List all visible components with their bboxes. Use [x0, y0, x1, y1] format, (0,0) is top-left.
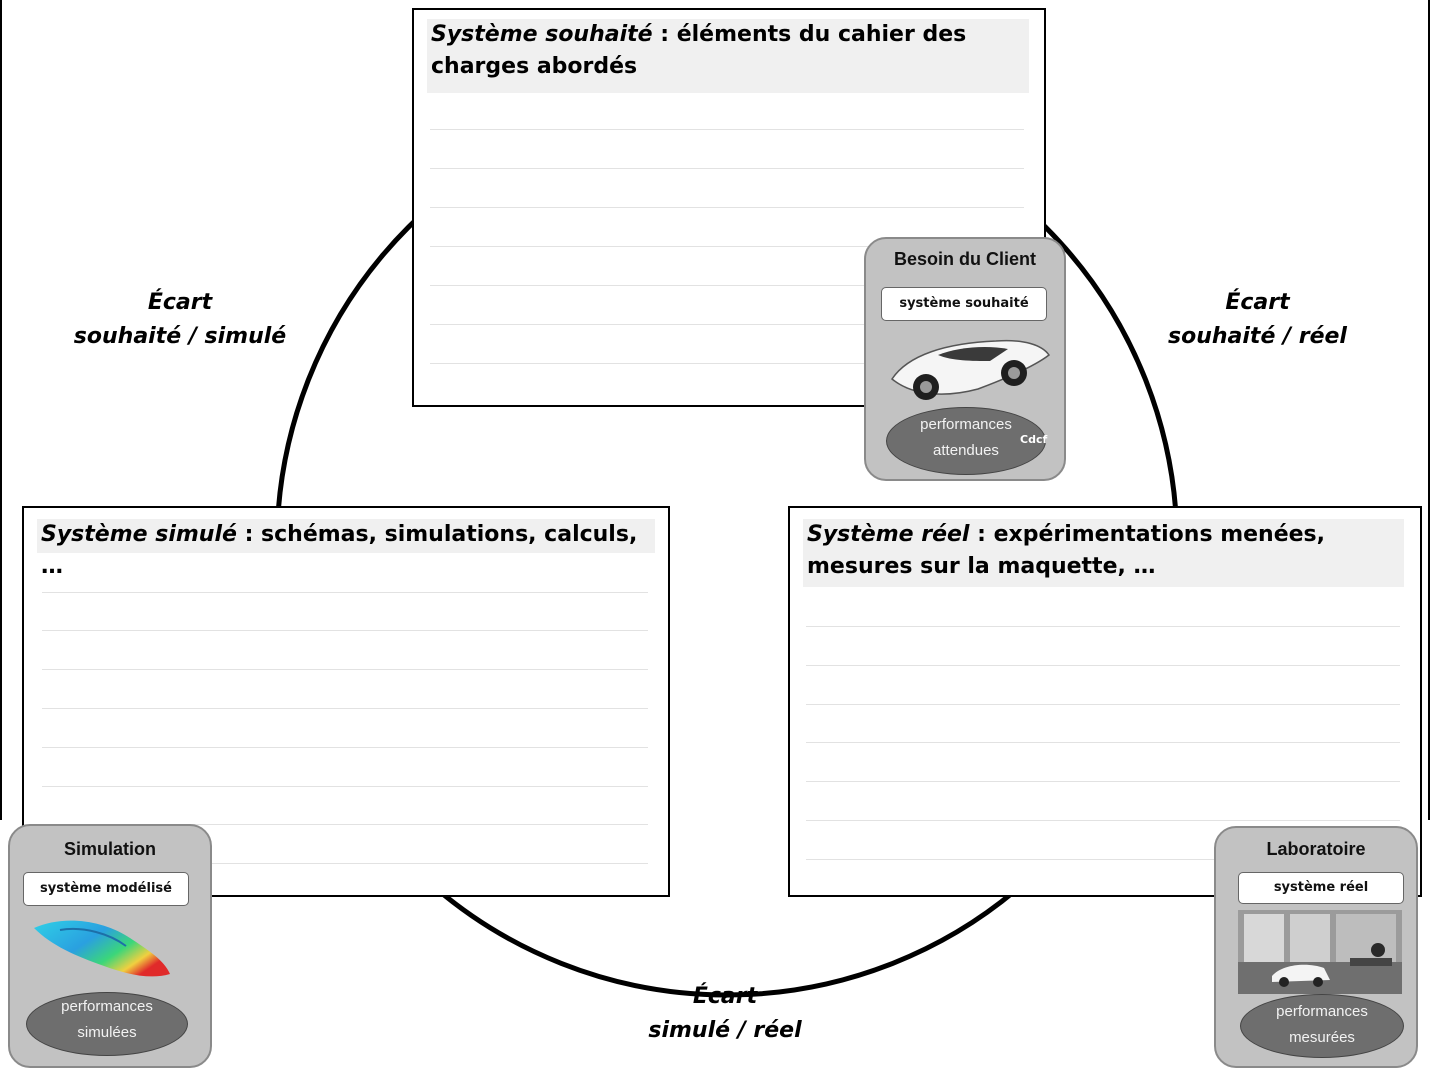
ecart-souhaite-reel: Écart souhaité / réel	[1140, 286, 1375, 354]
panel-title-rest: : schémas, simulations, calculs, …	[41, 522, 638, 579]
panel-title-emphasis: Système simulé	[41, 522, 237, 547]
oval-line: simulées	[77, 1024, 137, 1041]
card-simulation: Simulation système modélisé performances…	[8, 824, 212, 1068]
ecart-simule-reel: Écart simulé / réel	[610, 980, 840, 1048]
writing-line	[806, 665, 1400, 666]
left-border-line	[0, 0, 2, 820]
writing-line	[430, 168, 1024, 169]
laboratory-photo-icon	[1238, 910, 1402, 994]
panel-header: Système simulé : schémas, simulations, c…	[37, 519, 655, 579]
writing-line	[430, 129, 1024, 130]
writing-line	[42, 708, 648, 709]
writing-line	[42, 630, 648, 631]
simulation-model-icon	[34, 920, 170, 977]
writing-line	[42, 592, 648, 593]
writing-line	[42, 786, 648, 787]
writing-line	[806, 626, 1400, 627]
panel-title-rest: : expérimentations menées, mesures sur l…	[807, 522, 1326, 579]
writing-line	[806, 742, 1400, 743]
panel-title-emphasis: Système réel	[807, 522, 970, 547]
ecart-pair: souhaité / simulé	[73, 324, 287, 349]
cdcf-tag: Cdcf	[1020, 433, 1048, 446]
panel-header: Système réel : expérimentations menées, …	[803, 519, 1404, 587]
card-besoin-client: Besoin du Client système souhaité perfor…	[864, 237, 1066, 481]
card-laboratoire: Laboratoire système réel performances me…	[1214, 826, 1418, 1068]
card-label: système souhaité	[881, 287, 1047, 321]
oval-line: performances	[920, 416, 1012, 433]
panel-header: Système souhaité : éléments du cahier de…	[427, 19, 1029, 93]
writing-line	[430, 246, 1024, 247]
card-performance-oval: performances simulées	[26, 992, 188, 1056]
right-border-line	[1428, 0, 1430, 820]
writing-line	[430, 207, 1024, 208]
writing-line	[806, 859, 1400, 860]
writing-line	[42, 669, 648, 670]
writing-line	[430, 285, 1024, 286]
writing-line	[42, 747, 648, 748]
ecart-pair: simulé / réel	[648, 1018, 802, 1043]
writing-line	[806, 820, 1400, 821]
writing-line	[806, 781, 1400, 782]
oval-line: attendues	[933, 442, 999, 459]
card-performance-oval: performances mesurées	[1240, 994, 1404, 1058]
car-icon	[890, 339, 1051, 400]
writing-line	[806, 704, 1400, 705]
ecart-souhaite-simule: Écart souhaité / simulé	[60, 286, 300, 354]
panel-systeme-souhaite: Système souhaité : éléments du cahier de…	[412, 8, 1046, 407]
oval-line: performances	[1276, 1003, 1368, 1020]
card-title: Besoin du Client	[893, 249, 1036, 269]
card-performance-oval: performances attendues	[886, 407, 1046, 475]
writing-line	[42, 863, 648, 864]
oval-line: mesurées	[1289, 1029, 1355, 1046]
ecart-pair: souhaité / réel	[1168, 324, 1347, 349]
card-label: système réel	[1238, 872, 1404, 904]
panel-title-rest: : éléments du cahier des charges abordés	[431, 22, 967, 79]
writing-line	[430, 324, 1024, 325]
oval-line: performances	[61, 998, 153, 1015]
card-title: Simulation	[63, 839, 156, 859]
card-label: système modélisé	[23, 872, 189, 906]
writing-line	[42, 824, 648, 825]
ecart-word: Écart	[1225, 290, 1290, 315]
panel-title-emphasis: Système souhaité	[431, 22, 653, 47]
ecart-word: Écart	[692, 984, 758, 1009]
card-title: Laboratoire	[1266, 839, 1366, 859]
ecart-word: Écart	[147, 290, 213, 315]
writing-line	[430, 363, 1024, 364]
